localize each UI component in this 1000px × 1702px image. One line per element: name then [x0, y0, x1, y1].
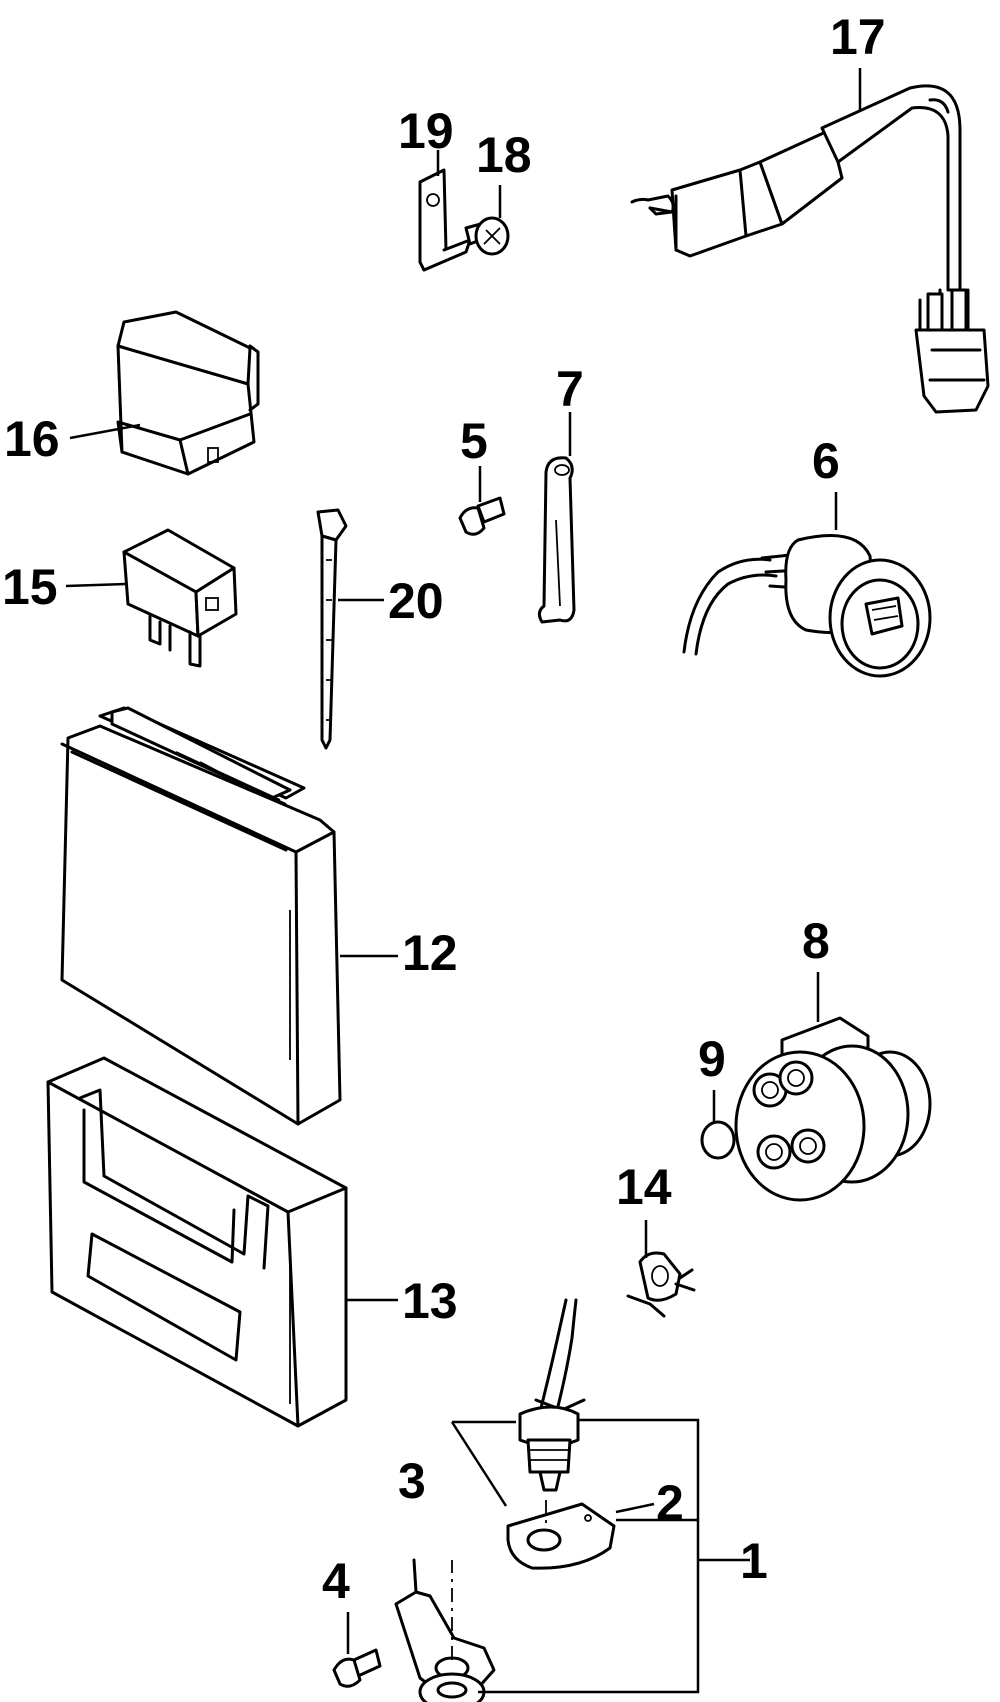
callout-16: 16 — [4, 411, 60, 467]
callout-17: 17 — [830, 9, 886, 65]
part-4-bolt — [332, 1612, 382, 1688]
callout-20: 20 — [388, 573, 444, 629]
part-19-bracket — [418, 150, 472, 272]
callout-1: 1 — [740, 1533, 768, 1589]
callout-6: 6 — [812, 433, 840, 489]
part-9-cap — [700, 1090, 736, 1160]
part-14-clamp — [626, 1220, 696, 1318]
part-12-ecu — [60, 706, 398, 1126]
part-1-sensor-assembly — [394, 1298, 750, 1702]
callout-13: 13 — [402, 1273, 458, 1329]
part-5-bolt — [458, 466, 506, 536]
part-20-cable-tie — [316, 508, 384, 750]
callout-4: 4 — [322, 1553, 350, 1609]
callout-12: 12 — [402, 925, 458, 981]
callout-15: 15 — [2, 559, 58, 615]
part-18-screw — [464, 185, 510, 256]
part-15-relay — [65, 528, 238, 668]
part-8-connector — [734, 972, 932, 1202]
part-7-ground-strap — [537, 412, 576, 624]
callout-9: 9 — [698, 1031, 726, 1087]
leader-2 — [615, 1502, 655, 1514]
callout-5: 5 — [460, 413, 488, 469]
callout-8: 8 — [802, 913, 830, 969]
callout-2: 2 — [656, 1475, 684, 1531]
callout-18: 18 — [476, 127, 532, 183]
part-16-relay-box — [69, 310, 260, 476]
callout-19: 19 — [398, 103, 454, 159]
callout-14: 14 — [616, 1159, 672, 1215]
callout-7: 7 — [556, 361, 584, 417]
part-17-switch-harness — [630, 68, 990, 414]
callout-3: 3 — [398, 1453, 426, 1509]
part-6-ignition-switch — [682, 492, 932, 678]
part-13-ecu-cover — [46, 1056, 398, 1428]
